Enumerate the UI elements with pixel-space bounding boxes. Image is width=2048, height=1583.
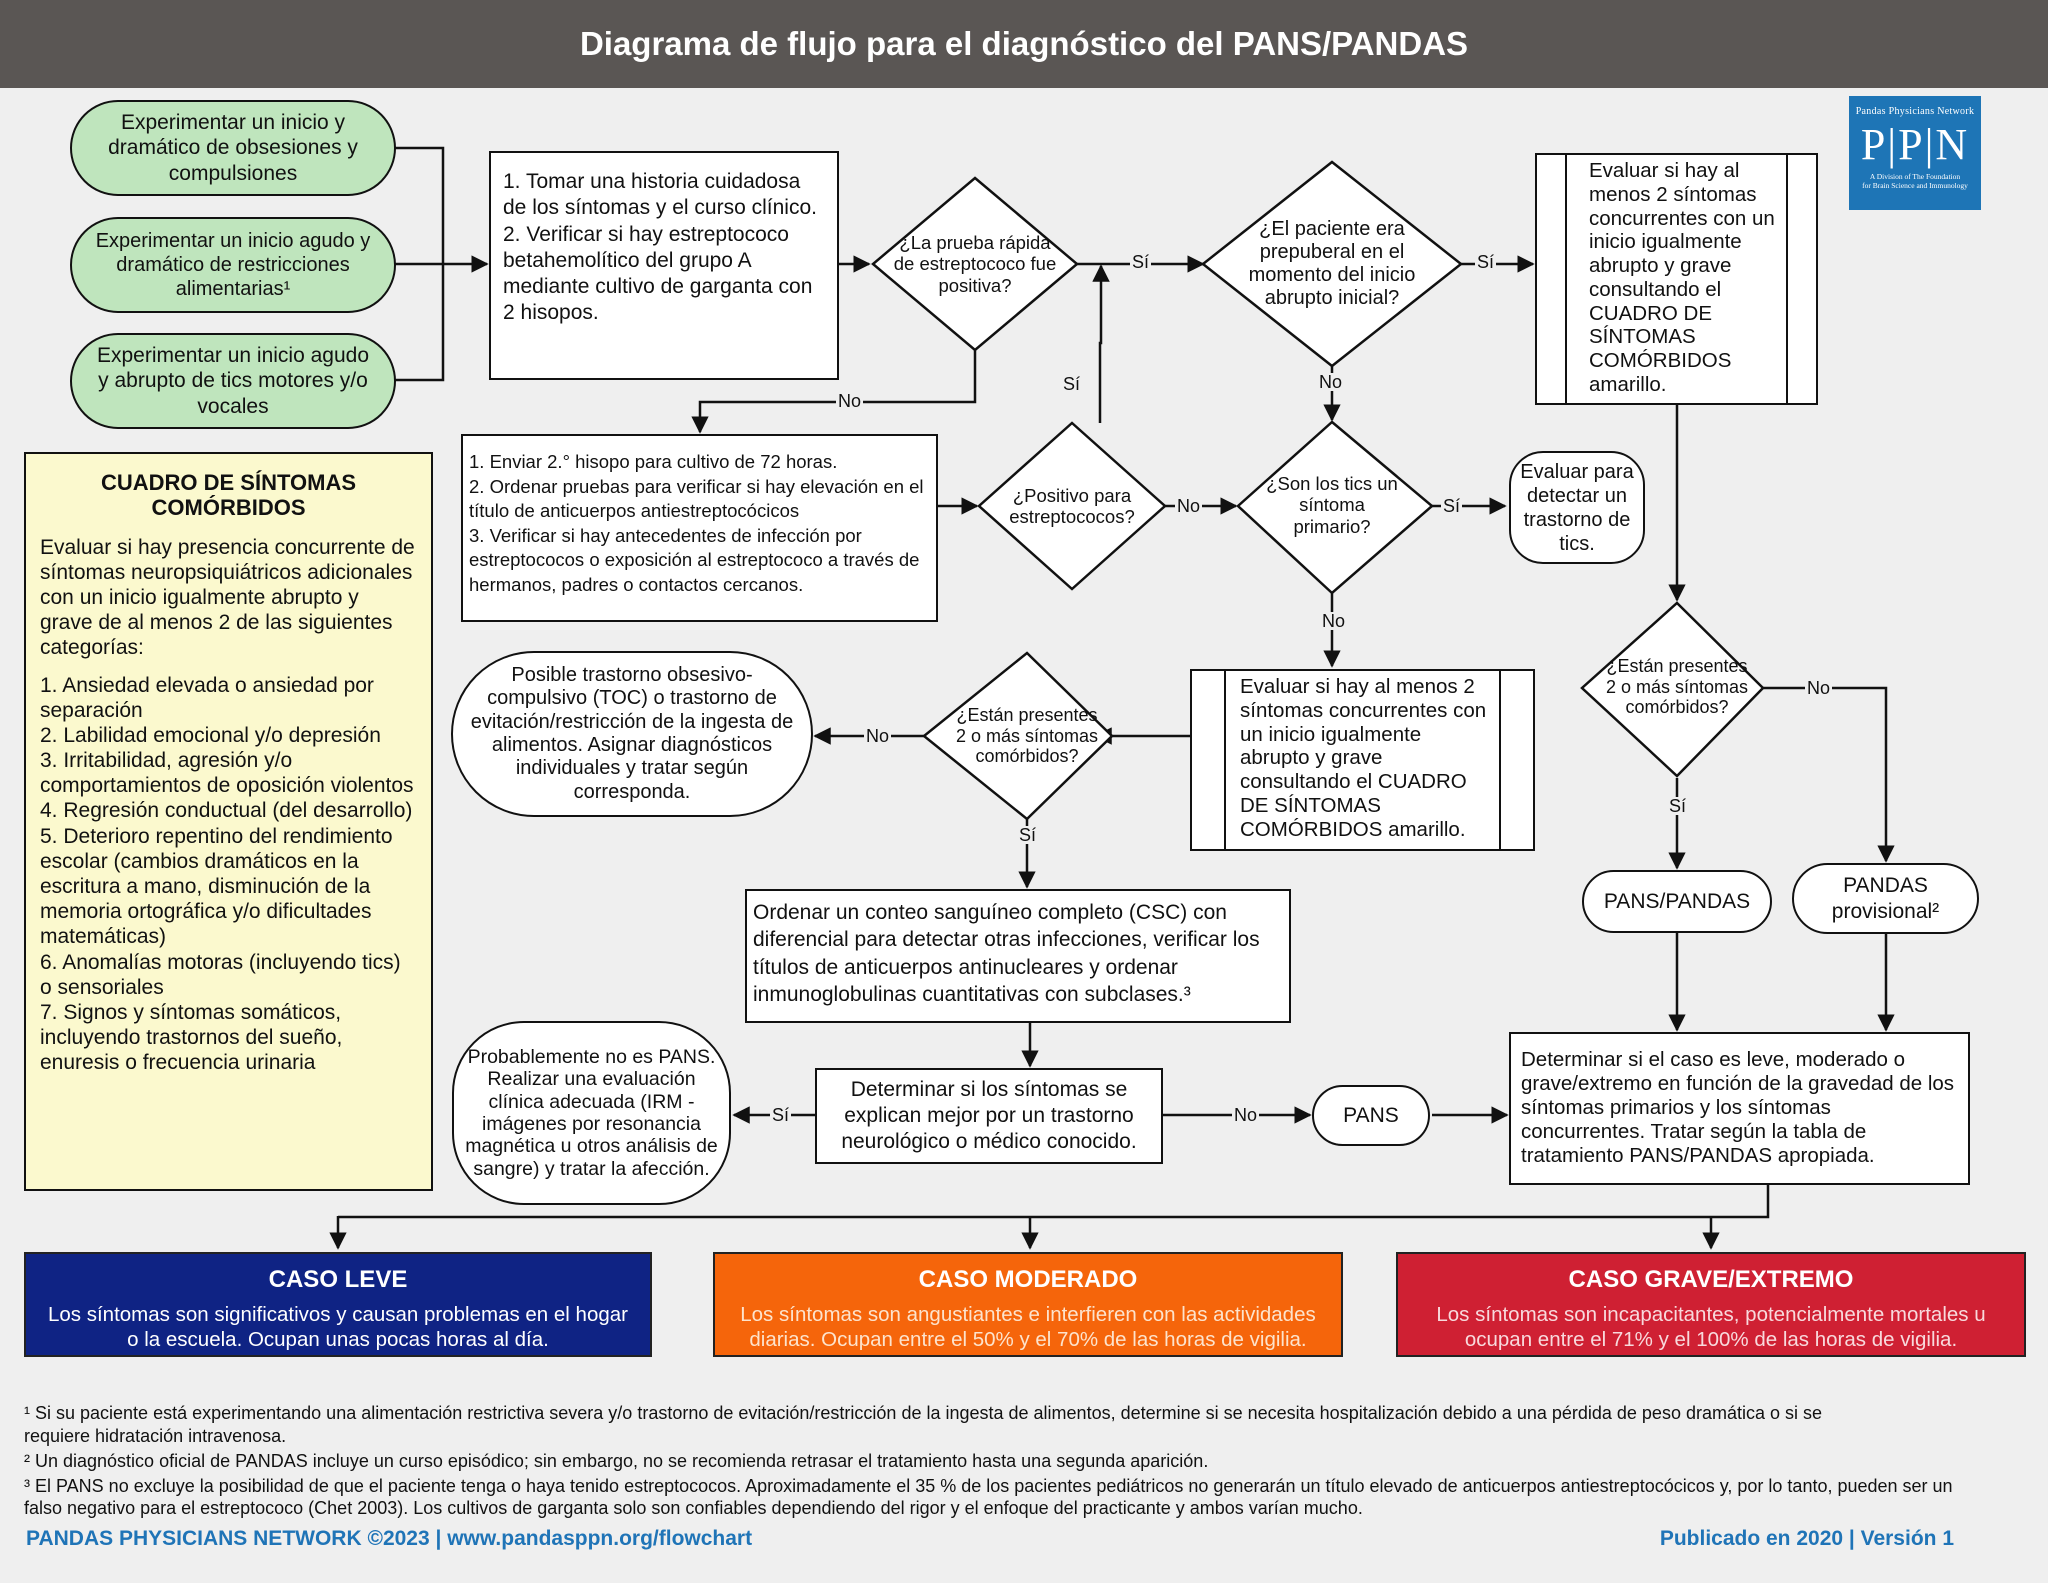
- eval-mid-bar-left: [1224, 671, 1226, 849]
- footnote-3: ³ El PANS no excluye la posibilidad de q…: [24, 1475, 1953, 1519]
- possible-toc: Posible trastorno obsesivo-compulsivo (T…: [451, 651, 813, 817]
- ppn-logo: Pandas Physicians Network P|P|N A Divisi…: [1849, 96, 1981, 210]
- history-box: 1. Tomar una historia cuidadosa de los s…: [489, 151, 839, 380]
- label-yes-positive: Sí: [1061, 374, 1083, 394]
- label-no-two-right: No: [1805, 678, 1833, 698]
- logo-letters: P|P|N: [1860, 120, 1970, 169]
- strep-box: 1. Enviar 2.° hisopo para cultivo de 72 …: [461, 434, 938, 622]
- case-moderate-title: CASO MODERADO: [918, 1266, 1138, 1293]
- onset-tics: Experimentar un inicio agudo y abrupto d…: [70, 333, 396, 429]
- comorbid-item: 1. Ansiedad elevada o ansiedad por separ…: [40, 673, 374, 722]
- diamond-two-left-shape: [922, 651, 1114, 821]
- footnote-1: ¹ Si su paciente está experimentando una…: [24, 1403, 1823, 1446]
- onset-ocd: Experimentar un inicio y dramático de ob…: [70, 100, 396, 196]
- diamond-tics: ¿Son los tics un síntoma primario?: [1266, 473, 1398, 537]
- label-no-two-left: No: [864, 726, 892, 746]
- neuro-box: Determinar si los síntomas se explican m…: [815, 1068, 1163, 1164]
- comorbid-item: 5. Deterioro repentino del rendimiento e…: [40, 824, 393, 949]
- diamond-rapid-shape: [871, 176, 1079, 352]
- footnote-2: ² Un diagnóstico oficial de PANDAS inclu…: [24, 1450, 1209, 1471]
- comorbid-item: 3. Irritabilidad, agresión y/o comportam…: [40, 749, 414, 798]
- case-mild: CASO LEVE Los síntomas son significativo…: [24, 1252, 652, 1357]
- diamond-two-left: ¿Están presentes 2 o más síntomas comórb…: [955, 704, 1099, 767]
- footer-left: PANDAS PHYSICIANS NETWORK ©2023 | www.pa…: [26, 1527, 753, 1550]
- case-moderate: CASO MODERADO Los síntomas son angustian…: [713, 1252, 1343, 1357]
- diamond-positive-shape: [977, 421, 1167, 591]
- diamond-positive: ¿Positivo para estreptococos?: [1009, 484, 1135, 527]
- comorbid-intro: Evaluar si hay presencia concurrente de …: [40, 535, 415, 660]
- diamond-tics-shape: [1236, 420, 1434, 595]
- label-yes-tics: Sí: [1441, 496, 1463, 516]
- comorbid-item: 2. Labilidad emocional y/o depresión: [40, 723, 381, 747]
- eval-tics: Evaluar para detectar un trastorno de ti…: [1509, 451, 1645, 564]
- label-yes-prepubertal: Sí: [1475, 252, 1497, 272]
- label-no-neuro: No: [1232, 1105, 1260, 1125]
- eval-right-text: Evaluar si hay al menos 2 síntomas concu…: [1589, 159, 1775, 396]
- diamond-two-right: ¿Están presentes 2 o más síntomas comórb…: [1605, 655, 1749, 718]
- label-no-tics: No: [1320, 611, 1348, 631]
- diamond-rapid: ¿La prueba rápida de estreptococo fue po…: [893, 232, 1057, 296]
- eval-mid-bar-right: [1499, 671, 1501, 849]
- onset-eating: Experimentar un inicio agudo y dramático…: [70, 217, 396, 313]
- comorbid-list: 1. Ansiedad elevada o ansiedad por separ…: [40, 673, 417, 1076]
- label-yes-two-right: Sí: [1667, 796, 1689, 816]
- label-no-rapid: No: [836, 391, 864, 411]
- logo-sub1: A Division of The Foundation: [1869, 172, 1961, 181]
- diamond-prepubertal-shape: [1200, 160, 1464, 368]
- eval-right-box: Evaluar si hay al menos 2 síntomas concu…: [1535, 153, 1818, 405]
- severity-box: Determinar si el caso es leve, moderado …: [1509, 1032, 1970, 1185]
- logo-sub2: for Brain Science and Immunology: [1862, 181, 1968, 190]
- case-mild-body: Los síntomas son significativos y causan…: [47, 1303, 628, 1351]
- eval-right-bar-left: [1565, 155, 1567, 403]
- csc-box: Ordenar un conteo sanguíneo completo (CS…: [745, 889, 1291, 1023]
- label-no-positive: No: [1175, 496, 1203, 516]
- pandas-provisional-pill: PANDAS provisional²: [1792, 863, 1979, 934]
- footnotes: ¹ Si su paciente está experimentando una…: [24, 1402, 1984, 1520]
- label-yes-two-left: Sí: [1017, 825, 1039, 845]
- not-pans: Probablemente no es PANS. Realizar una e…: [452, 1021, 731, 1205]
- diamond-prepubertal: ¿El paciente era prepuberal en el moment…: [1248, 218, 1416, 309]
- page-title: Diagrama de flujo para el diagnóstico de…: [0, 0, 2048, 88]
- pans-pandas-pill: PANS/PANDAS: [1582, 870, 1772, 933]
- case-severe-title: CASO GRAVE/EXTREMO: [1568, 1266, 1854, 1293]
- comorbid-title: CUADRO DE SÍNTOMAS COMÓRBIDOS: [100, 470, 357, 521]
- case-severe: CASO GRAVE/EXTREMO Los síntomas son inca…: [1396, 1252, 2026, 1357]
- footer-right: Publicado en 2020 | Versión 1: [1659, 1527, 1954, 1550]
- eval-mid-text: Evaluar si hay al menos 2 síntomas concu…: [1240, 675, 1487, 841]
- eval-mid-box: Evaluar si hay al menos 2 síntomas concu…: [1190, 669, 1535, 851]
- diamond-two-right-shape: [1580, 601, 1765, 778]
- label-no-prepubertal: No: [1317, 372, 1345, 392]
- comorbid-box: CUADRO DE SÍNTOMAS COMÓRBIDOS Evaluar si…: [24, 452, 433, 1191]
- logo-top-text: Pandas Physicians Network: [1855, 106, 1975, 117]
- comorbid-item: 4. Regresión conductual (del desarrollo): [40, 799, 413, 823]
- comorbid-item: 7. Signos y síntomas somáticos, incluyen…: [40, 1000, 343, 1075]
- label-yes-rapid: Sí: [1130, 252, 1152, 272]
- pans-pill: PANS: [1312, 1085, 1430, 1146]
- case-severe-body: Los síntomas son incapacitantes, potenci…: [1436, 1303, 1986, 1351]
- comorbid-item: 6. Anomalías motoras (incluyendo tics) o…: [40, 950, 401, 999]
- case-moderate-body: Los síntomas son angustiantes e interfie…: [740, 1303, 1316, 1351]
- eval-right-bar-right: [1786, 155, 1788, 403]
- label-yes-neuro: Sí: [770, 1105, 792, 1125]
- case-mild-title: CASO LEVE: [268, 1266, 408, 1293]
